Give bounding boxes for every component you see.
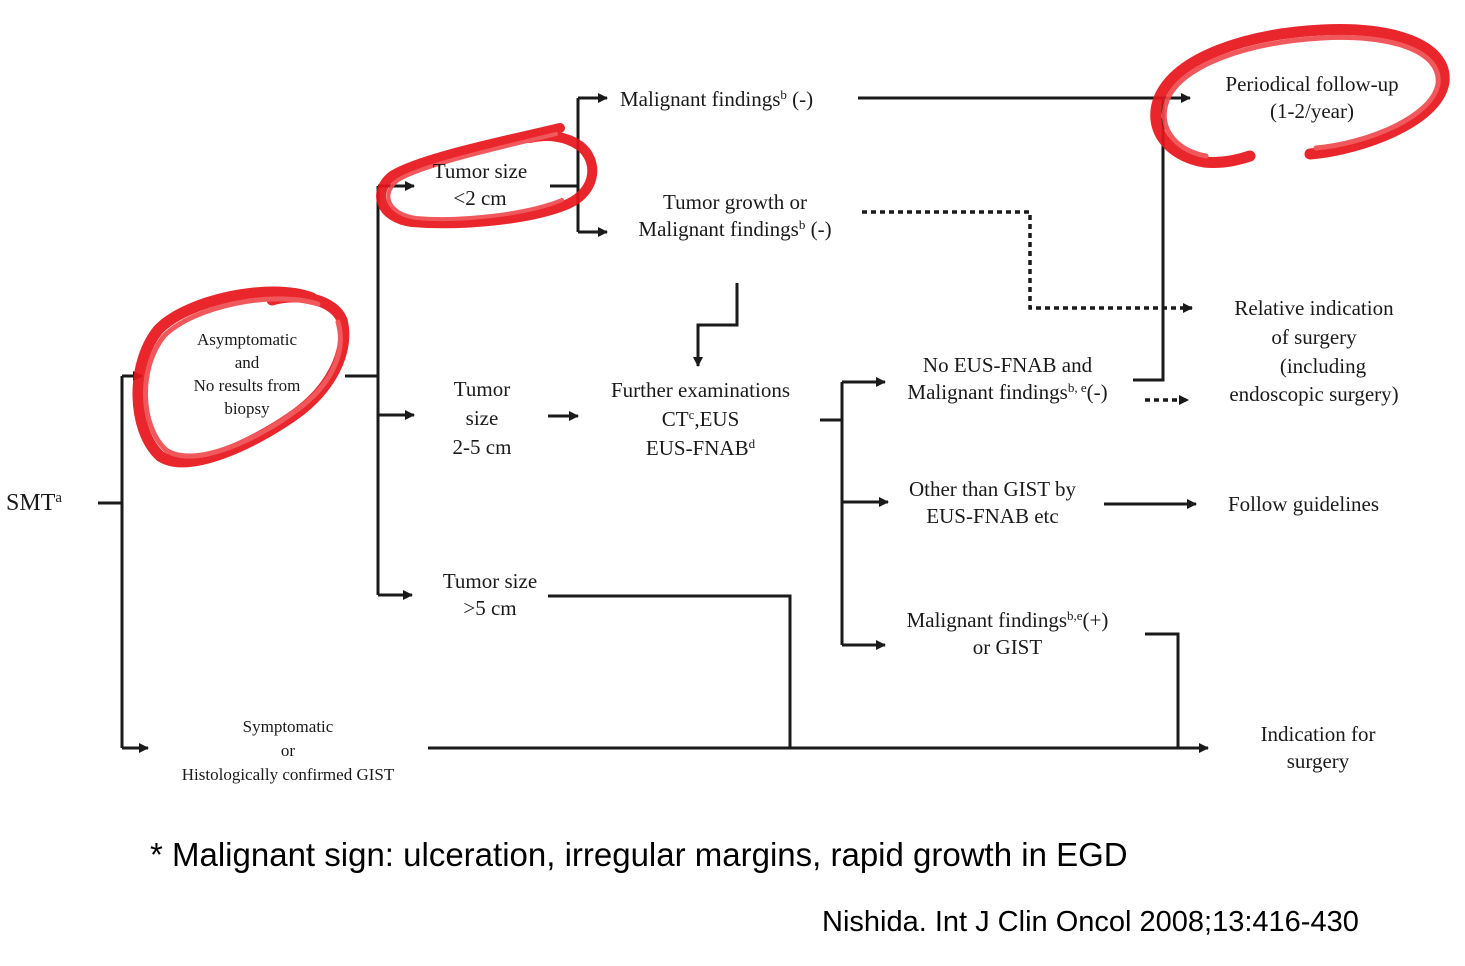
node-further: Further examinations CTc,EUS EUS-FNABd — [588, 376, 813, 462]
malignant-neg-sup: b — [780, 86, 787, 102]
asymptomatic-line-2: and — [234, 352, 260, 372]
relative-line-3: (including — [1279, 353, 1367, 378]
node-malignant-pos: Malignant findingsb,e(+) or GIST — [885, 607, 1130, 662]
node-indication: Indication for surgery — [1228, 721, 1408, 776]
malignant-pos-line-2: or GIST — [972, 635, 1043, 660]
relative-line-4: endoscopic surgery) — [1229, 382, 1399, 407]
asymptomatic-line-4: biopsy — [224, 398, 270, 418]
further-fnab-sup: d — [748, 435, 756, 451]
no-eus-suffix: (-) — [1086, 380, 1108, 405]
malignant-pos-text: Malignant findings — [906, 608, 1067, 632]
growth-text: Malignant findings — [638, 217, 799, 242]
node-size-small: Tumor size <2 cm — [415, 158, 545, 213]
further-ct: CT — [661, 406, 689, 431]
followup-line-1: Periodical follow-up — [1225, 72, 1399, 96]
indication-line-1: Indication for — [1260, 722, 1376, 746]
symptomatic-line-3: Histologically confirmed GIST — [181, 764, 395, 784]
symptomatic-line-1: Symptomatic — [242, 717, 334, 736]
node-no-eus: No EUS-FNAB and Malignant findingsb, e(-… — [880, 352, 1135, 407]
malignant-neg-text: Malignant findings — [620, 87, 781, 111]
red-circle-followup — [1150, 23, 1450, 168]
guidelines-line-1: Follow guidelines — [1227, 492, 1380, 516]
size-mid-line-1: Tumor — [453, 377, 511, 401]
no-eus-text: Malignant findings — [907, 380, 1068, 405]
followup-line-2: (1-2/year) — [1270, 99, 1354, 124]
node-asymptomatic: Asymptomatic and No results from biopsy — [172, 329, 322, 421]
growth-suffix: (-) — [805, 217, 832, 242]
node-growth: Tumor growth or Malignant findingsb (-) — [615, 189, 855, 244]
growth-sup: b — [798, 217, 806, 233]
other-gist-line-1: Other than GIST by — [908, 477, 1076, 501]
edge-no-eus-to-followup — [1133, 98, 1165, 382]
no-eus-line-1: No EUS-FNAB and — [922, 353, 1093, 377]
relative-line-1: Relative indication — [1234, 296, 1394, 320]
malignant-pos-suffix: (+) — [1082, 608, 1109, 632]
malignant-neg-suffix: (-) — [786, 87, 814, 111]
node-other-gist: Other than GIST by EUS-FNAB etc — [885, 476, 1100, 531]
edge-large-to-surgery — [548, 594, 792, 748]
further-line-1: Further examinations — [610, 378, 791, 402]
node-size-large: Tumor size >5 cm — [420, 568, 560, 623]
size-large-line-2: >5 cm — [463, 596, 517, 621]
malignant-pos-sup: b,e — [1067, 607, 1083, 623]
growth-line-1: Tumor growth or — [663, 190, 807, 214]
red-circle-size-small — [376, 123, 598, 229]
indication-line-2: surgery — [1286, 749, 1350, 774]
symptomatic-line-2: or — [280, 740, 296, 760]
size-mid-line-3: 2-5 cm — [452, 434, 512, 459]
no-eus-sup: b, e — [1067, 380, 1087, 396]
size-small-line-2: <2 cm — [453, 186, 507, 211]
smt-label: SMT — [6, 490, 56, 516]
node-relative: Relative indication of surgery (includin… — [1204, 294, 1424, 409]
node-symptomatic: Symptomatic or Histologically confirmed … — [148, 715, 428, 786]
further-fnab: EUS-FNAB — [645, 435, 749, 460]
edge-malignant-pos-to-surgery — [1145, 632, 1180, 748]
red-circle-asymptomatic — [132, 286, 350, 468]
other-gist-line-2: EUS-FNAB etc — [926, 504, 1059, 529]
node-followup: Periodical follow-up (1-2/year) — [1202, 71, 1422, 126]
node-guidelines: Follow guidelines — [1206, 491, 1401, 518]
further-ct-suffix: ,EUS — [694, 406, 740, 431]
smt-sup: a — [55, 489, 62, 506]
relative-line-2: of surgery — [1271, 324, 1357, 349]
asymptomatic-line-1: Asymptomatic — [196, 330, 298, 349]
size-small-line-1: Tumor size — [432, 159, 528, 183]
edge-growth-to-relative-dotted — [862, 210, 1193, 313]
node-malignant-neg: Malignant findingsb (-) — [620, 86, 813, 113]
citation: Nishida. Int J Clin Oncol 2008;13:416-43… — [822, 906, 1359, 938]
size-large-line-1: Tumor size — [442, 569, 538, 593]
asymptomatic-line-3: No results from — [193, 375, 301, 395]
edge-growth-to-further — [693, 283, 739, 367]
size-mid-line-2: size — [465, 405, 499, 430]
node-smt: SMTa — [6, 488, 62, 519]
node-size-mid: Tumor size 2-5 cm — [422, 375, 542, 461]
further-ct-sup: c — [688, 406, 695, 422]
footnote: * Malignant sign: ulceration, irregular … — [150, 836, 1128, 873]
